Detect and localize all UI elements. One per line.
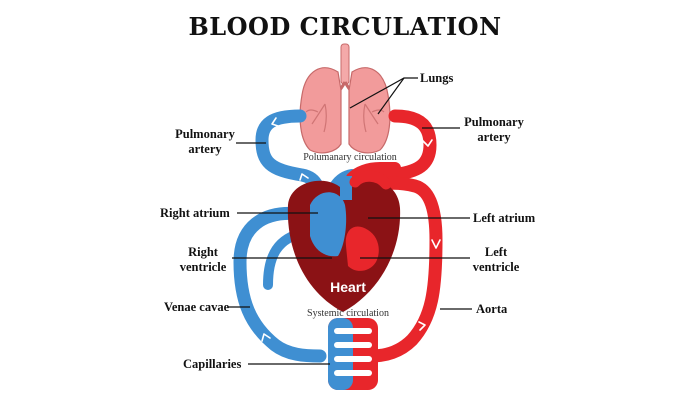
label-left-atrium: Left atrium bbox=[473, 211, 536, 225]
aorta-vessel bbox=[358, 176, 443, 363]
label-right-atrium: Right atrium bbox=[160, 206, 230, 220]
left-ventricle-chamber bbox=[345, 226, 379, 271]
label-right-ventricle-1: Right bbox=[188, 245, 219, 259]
label-pulmonary-artery-right-2: artery bbox=[477, 130, 511, 144]
label-systemic-circulation: Systemic circulation bbox=[307, 308, 389, 319]
label-venae-cavae: Venae cavae bbox=[164, 300, 230, 314]
lungs-illustration bbox=[299, 43, 391, 154]
label-capillaries: Capillaries bbox=[183, 357, 241, 371]
right-atrium-chamber bbox=[310, 192, 347, 257]
diagram-title: BLOOD CIRCULATION bbox=[188, 12, 501, 41]
heart-label: Heart bbox=[330, 279, 366, 295]
label-lungs: Lungs bbox=[420, 71, 453, 85]
capillaries-illustration bbox=[328, 318, 378, 390]
label-left-ventricle-1: Left bbox=[485, 245, 508, 259]
label-left-ventricle-2: ventricle bbox=[473, 260, 520, 274]
heart: Heart bbox=[287, 170, 401, 312]
label-pulmonary-circulation: Polumanary circulation bbox=[303, 152, 397, 163]
label-pulmonary-artery-left-2: artery bbox=[188, 142, 222, 156]
label-aorta: Aorta bbox=[476, 302, 508, 316]
flow-arrows bbox=[253, 117, 441, 342]
venae-cavae-vessel bbox=[233, 206, 327, 363]
leader-lines bbox=[228, 77, 472, 365]
label-pulmonary-artery-left-1: Pulmonary bbox=[175, 127, 235, 141]
label-right-ventricle-2: ventricle bbox=[180, 260, 227, 274]
label-pulmonary-artery-right-1: Pulmonary bbox=[464, 115, 524, 129]
